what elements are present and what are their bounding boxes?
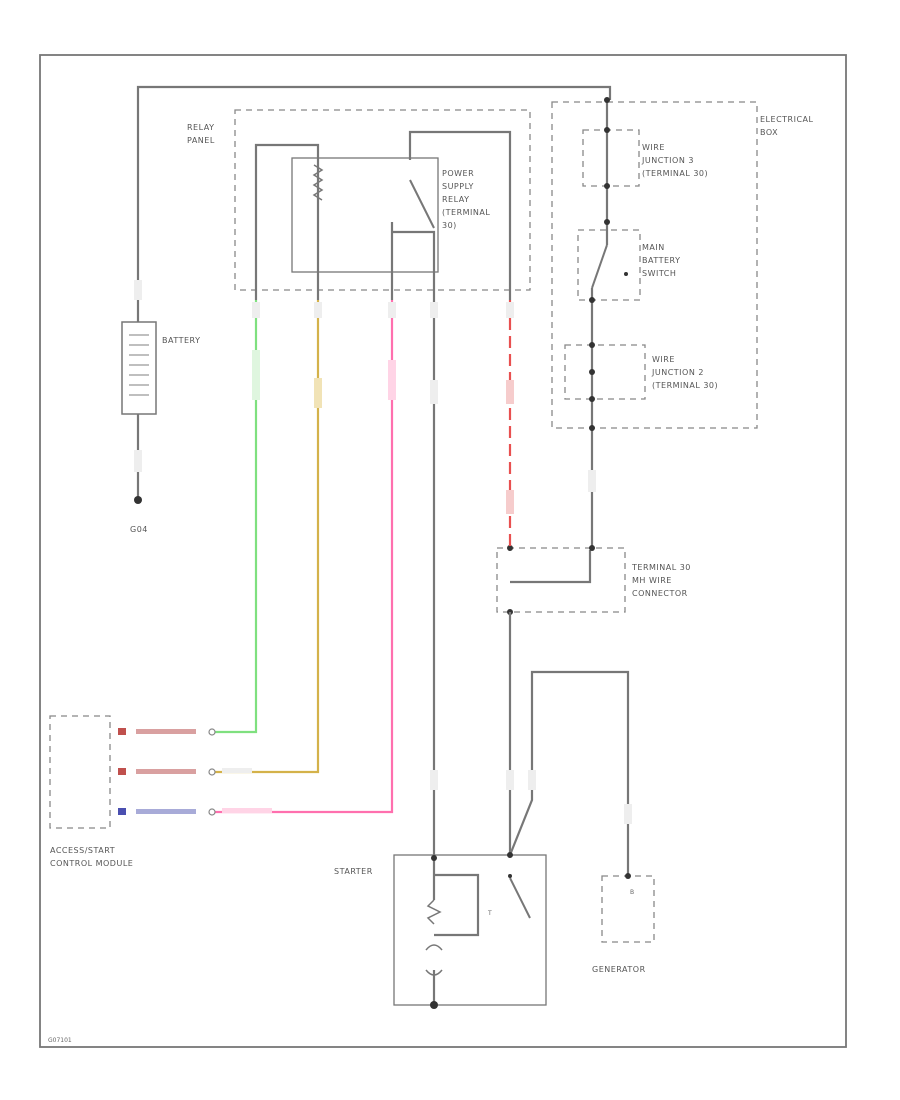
generator-terminal-dot xyxy=(625,873,631,879)
power-relay-label-1: POWER xyxy=(442,169,474,178)
power-supply-relay-box xyxy=(291,157,439,273)
access-start-label-2: CONTROL MODULE xyxy=(50,859,133,868)
junction-dot xyxy=(589,297,595,303)
starter-s-dot xyxy=(431,855,437,861)
wire-junction-b-label-1: WIRE xyxy=(652,355,675,364)
battery-positive-wire xyxy=(136,85,612,322)
starter-ground-dot xyxy=(430,1001,438,1009)
relay-output-wire xyxy=(392,230,436,300)
junction-dot xyxy=(604,97,610,103)
electrical-box xyxy=(551,101,758,429)
starter-terminal-mark: T xyxy=(487,910,492,917)
module-connectors xyxy=(118,728,272,816)
terminal30-connector-box xyxy=(496,547,626,613)
starter-box xyxy=(393,854,547,1006)
power-relay-label-2: SUPPLY xyxy=(442,182,474,191)
junction-dot xyxy=(589,369,595,375)
electrical-box-label-1: ELECTRICAL xyxy=(760,115,814,124)
main-switch-blade xyxy=(591,244,608,289)
power-relay-label-4: (TERMINAL xyxy=(442,208,490,217)
main-switch-label-3: SWITCH xyxy=(642,269,676,278)
junction-dot xyxy=(589,396,595,402)
wire-junction-a-label-2: JUNCTION 3 xyxy=(641,156,694,165)
relay-panel-label-line2: PANEL xyxy=(187,136,215,145)
junction-dot xyxy=(589,545,595,551)
battery-symbol xyxy=(121,321,157,415)
starter-coil xyxy=(426,899,442,925)
main-switch-contact xyxy=(624,272,628,276)
terminal30-label-3: CONNECTOR xyxy=(632,589,688,598)
wire-junction-a-label-3: (TERMINAL 30) xyxy=(642,169,708,178)
junction-dot xyxy=(604,127,610,133)
wire-codes xyxy=(134,280,632,824)
starter-contact-dot xyxy=(508,874,512,878)
main-switch-label-1: MAIN xyxy=(642,243,665,252)
generator-box xyxy=(601,875,655,943)
relay-panel-box xyxy=(234,109,531,291)
access-start-control-module-box xyxy=(49,715,111,829)
relay-contact-wire xyxy=(408,130,512,300)
relay-switch-blade xyxy=(409,179,435,229)
junction-dot xyxy=(589,425,595,431)
terminal30-label-2: MH WIRE xyxy=(632,576,672,585)
power-relay-label-5: 30) xyxy=(442,221,457,230)
diagram-code: G07101 xyxy=(48,1037,72,1044)
starter-contact-blade xyxy=(509,877,531,919)
wire-junction-a-box xyxy=(582,129,640,187)
terminal30-bus-wire xyxy=(510,550,592,584)
generator-wire xyxy=(508,670,630,875)
relay-coil-zigzag xyxy=(312,164,324,201)
main-switch-label-2: BATTERY xyxy=(642,256,680,265)
wire-junction-a-label-1: WIRE xyxy=(642,143,665,152)
junction-dot xyxy=(507,545,513,551)
starter-solenoid-wire xyxy=(432,858,480,937)
yellow-wire xyxy=(215,300,320,774)
wire-junction-b-label-3: (TERMINAL 30) xyxy=(652,381,718,390)
terminal30-label-1: TERMINAL 30 xyxy=(631,563,691,572)
junction-dot xyxy=(604,219,610,225)
junction-dot xyxy=(604,183,610,189)
diagram-border xyxy=(39,54,847,1048)
ground-label: G04 xyxy=(130,525,148,534)
main-battery-switch-box xyxy=(577,229,641,301)
junction-dot xyxy=(589,342,595,348)
starter-label: STARTER xyxy=(334,867,373,876)
ground-point xyxy=(134,496,142,504)
battery-cells xyxy=(129,334,149,396)
battery-label: BATTERY xyxy=(162,336,200,345)
pink-wire xyxy=(215,300,394,814)
generator-label: GENERATOR xyxy=(592,965,646,974)
power-relay-label-3: RELAY xyxy=(442,195,470,204)
relay-coil-wire xyxy=(254,143,320,300)
wire-junction-b-label-2: JUNCTION 2 xyxy=(651,368,704,377)
wire-junction-b-box xyxy=(564,344,646,400)
starter-bplus-dot xyxy=(507,852,513,858)
generator-terminal-mark: B xyxy=(630,889,634,896)
electrical-box-label-2: BOX xyxy=(760,128,778,137)
relay-panel-label-line1: RELAY xyxy=(187,123,215,132)
green-wire xyxy=(215,300,258,734)
access-start-label-1: ACCESS/START xyxy=(50,846,115,855)
